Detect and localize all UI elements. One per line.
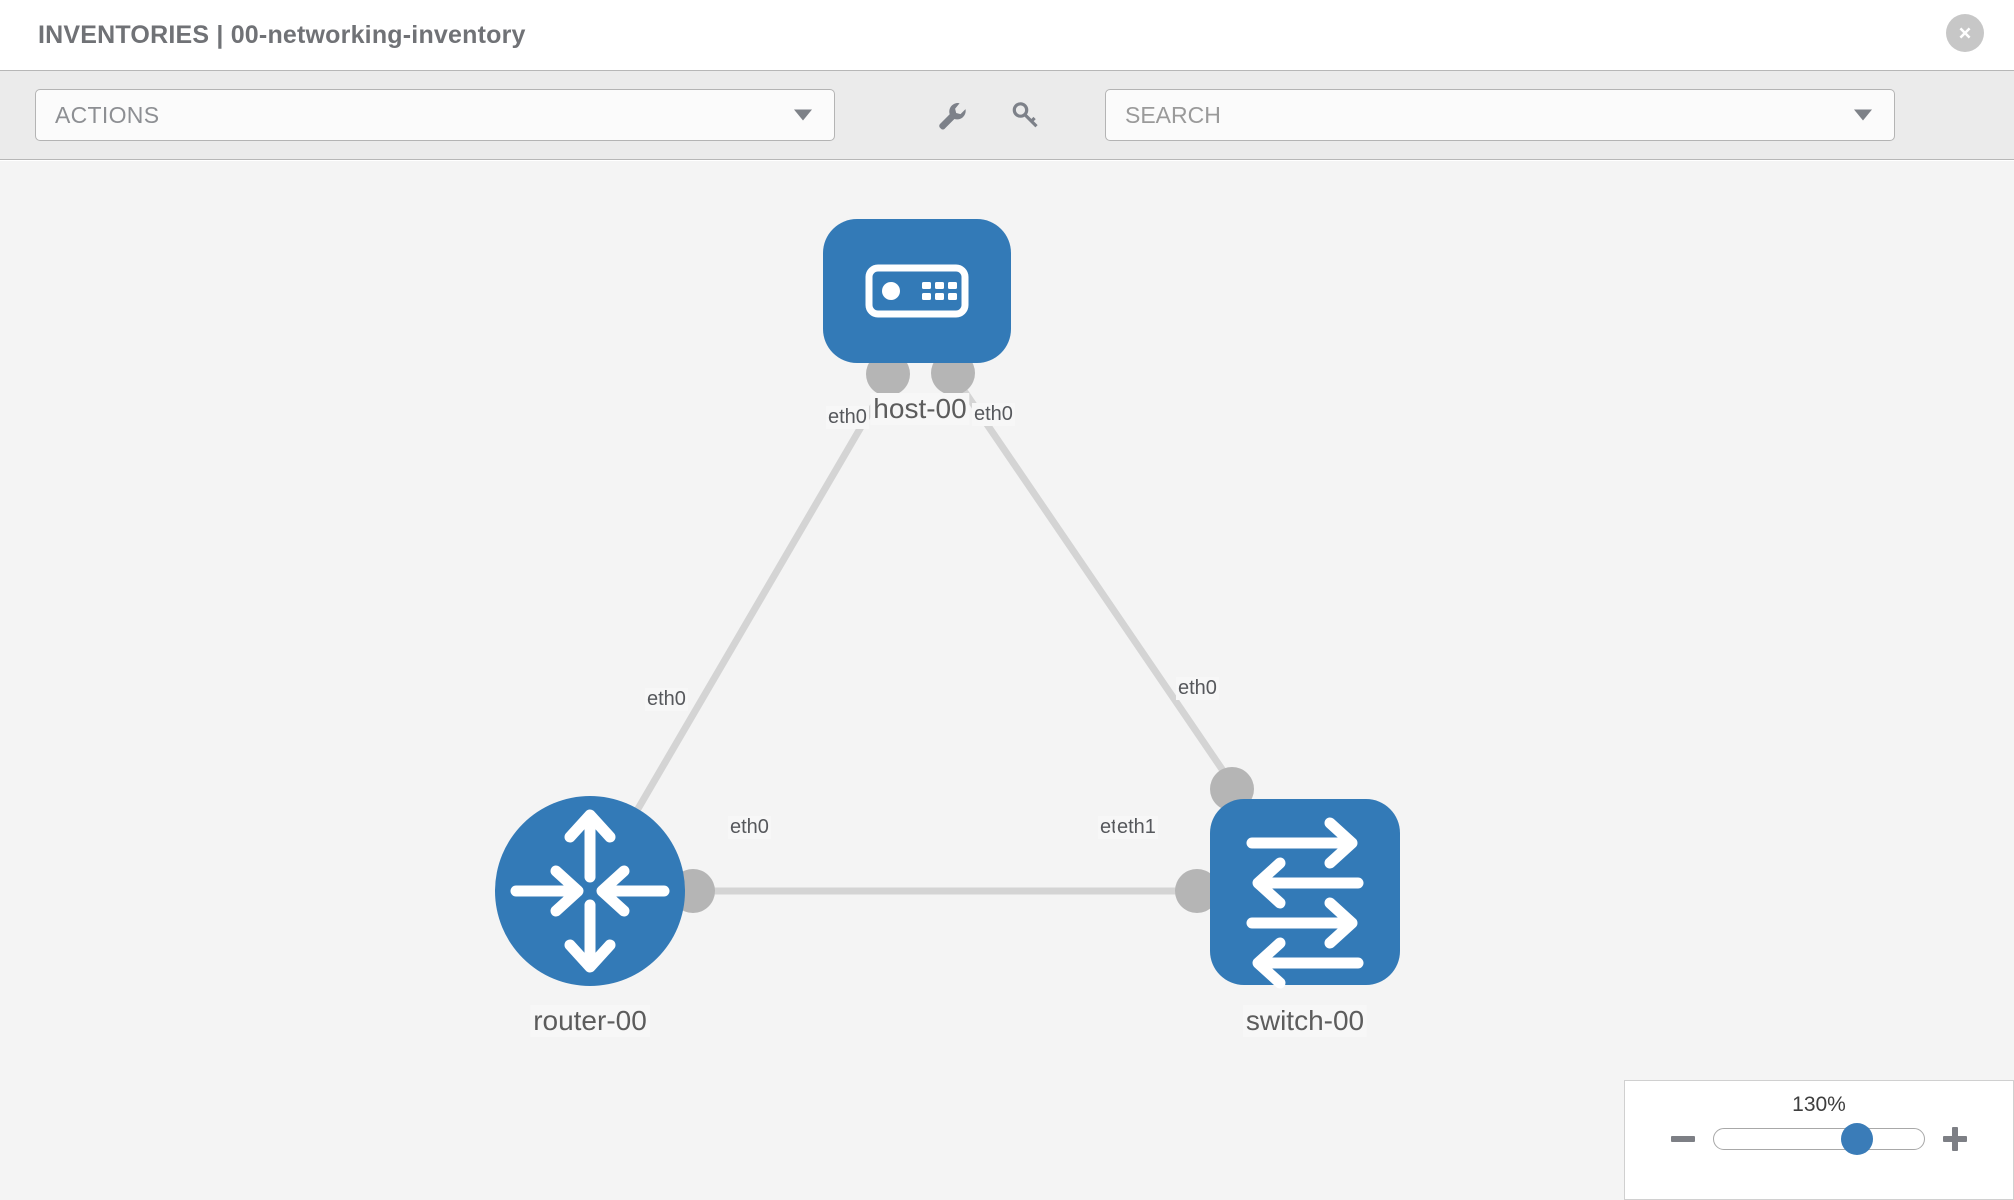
toolbar-icon-group bbox=[931, 95, 1045, 135]
actions-dropdown[interactable]: ACTIONS bbox=[35, 89, 835, 141]
zoom-in-button[interactable] bbox=[1941, 1125, 1969, 1153]
node-host-00 bbox=[823, 219, 1011, 363]
zoom-control-panel: 130% bbox=[1624, 1080, 2014, 1200]
iface-label: eth0 bbox=[972, 403, 1015, 426]
iface-label: eth0 bbox=[1176, 677, 1219, 700]
topology-canvas[interactable]: eth0 eth0 eth0 eth0 eth0 eth eth1 host-0… bbox=[0, 161, 2014, 1200]
zoom-slider[interactable] bbox=[1713, 1123, 1925, 1155]
topology-graph: eth0 eth0 eth0 eth0 eth0 eth eth1 host-0… bbox=[0, 161, 2014, 1200]
iface-label: eth0 bbox=[826, 406, 869, 429]
node-switch-00 bbox=[1210, 799, 1400, 989]
page-header: INVENTORIES | 00-networking-inventory bbox=[0, 0, 2014, 70]
node-router-00 bbox=[495, 796, 685, 986]
zoom-level-value: 130% bbox=[1792, 1093, 1846, 1116]
key-icon[interactable] bbox=[1005, 95, 1045, 135]
node-label-host-00: host-00 bbox=[870, 393, 970, 425]
iface-label: eth1 bbox=[1115, 816, 1158, 839]
topology-svg bbox=[495, 219, 1400, 989]
topology-toolbar: ACTIONS bbox=[0, 70, 2014, 160]
zoom-out-button[interactable] bbox=[1669, 1125, 1697, 1153]
chevron-down-icon[interactable] bbox=[1854, 109, 1872, 121]
node-label-switch-00: switch-00 bbox=[1242, 1005, 1368, 1037]
search-field[interactable] bbox=[1105, 89, 1895, 141]
zoom-control-row bbox=[1669, 1123, 1969, 1155]
close-icon[interactable] bbox=[1946, 14, 1984, 52]
iface-label: eth0 bbox=[728, 816, 771, 839]
node-label-router-00: router-00 bbox=[530, 1005, 650, 1037]
page-title: INVENTORIES | 00-networking-inventory bbox=[38, 20, 526, 49]
zoom-slider-thumb[interactable] bbox=[1840, 1123, 1873, 1155]
wrench-icon[interactable] bbox=[931, 95, 971, 135]
search-input[interactable] bbox=[1125, 101, 1825, 129]
actions-dropdown-label: ACTIONS bbox=[55, 101, 160, 128]
chevron-down-icon bbox=[794, 109, 812, 121]
iface-switch-west bbox=[1175, 869, 1219, 913]
iface-label: eth0 bbox=[645, 688, 688, 711]
